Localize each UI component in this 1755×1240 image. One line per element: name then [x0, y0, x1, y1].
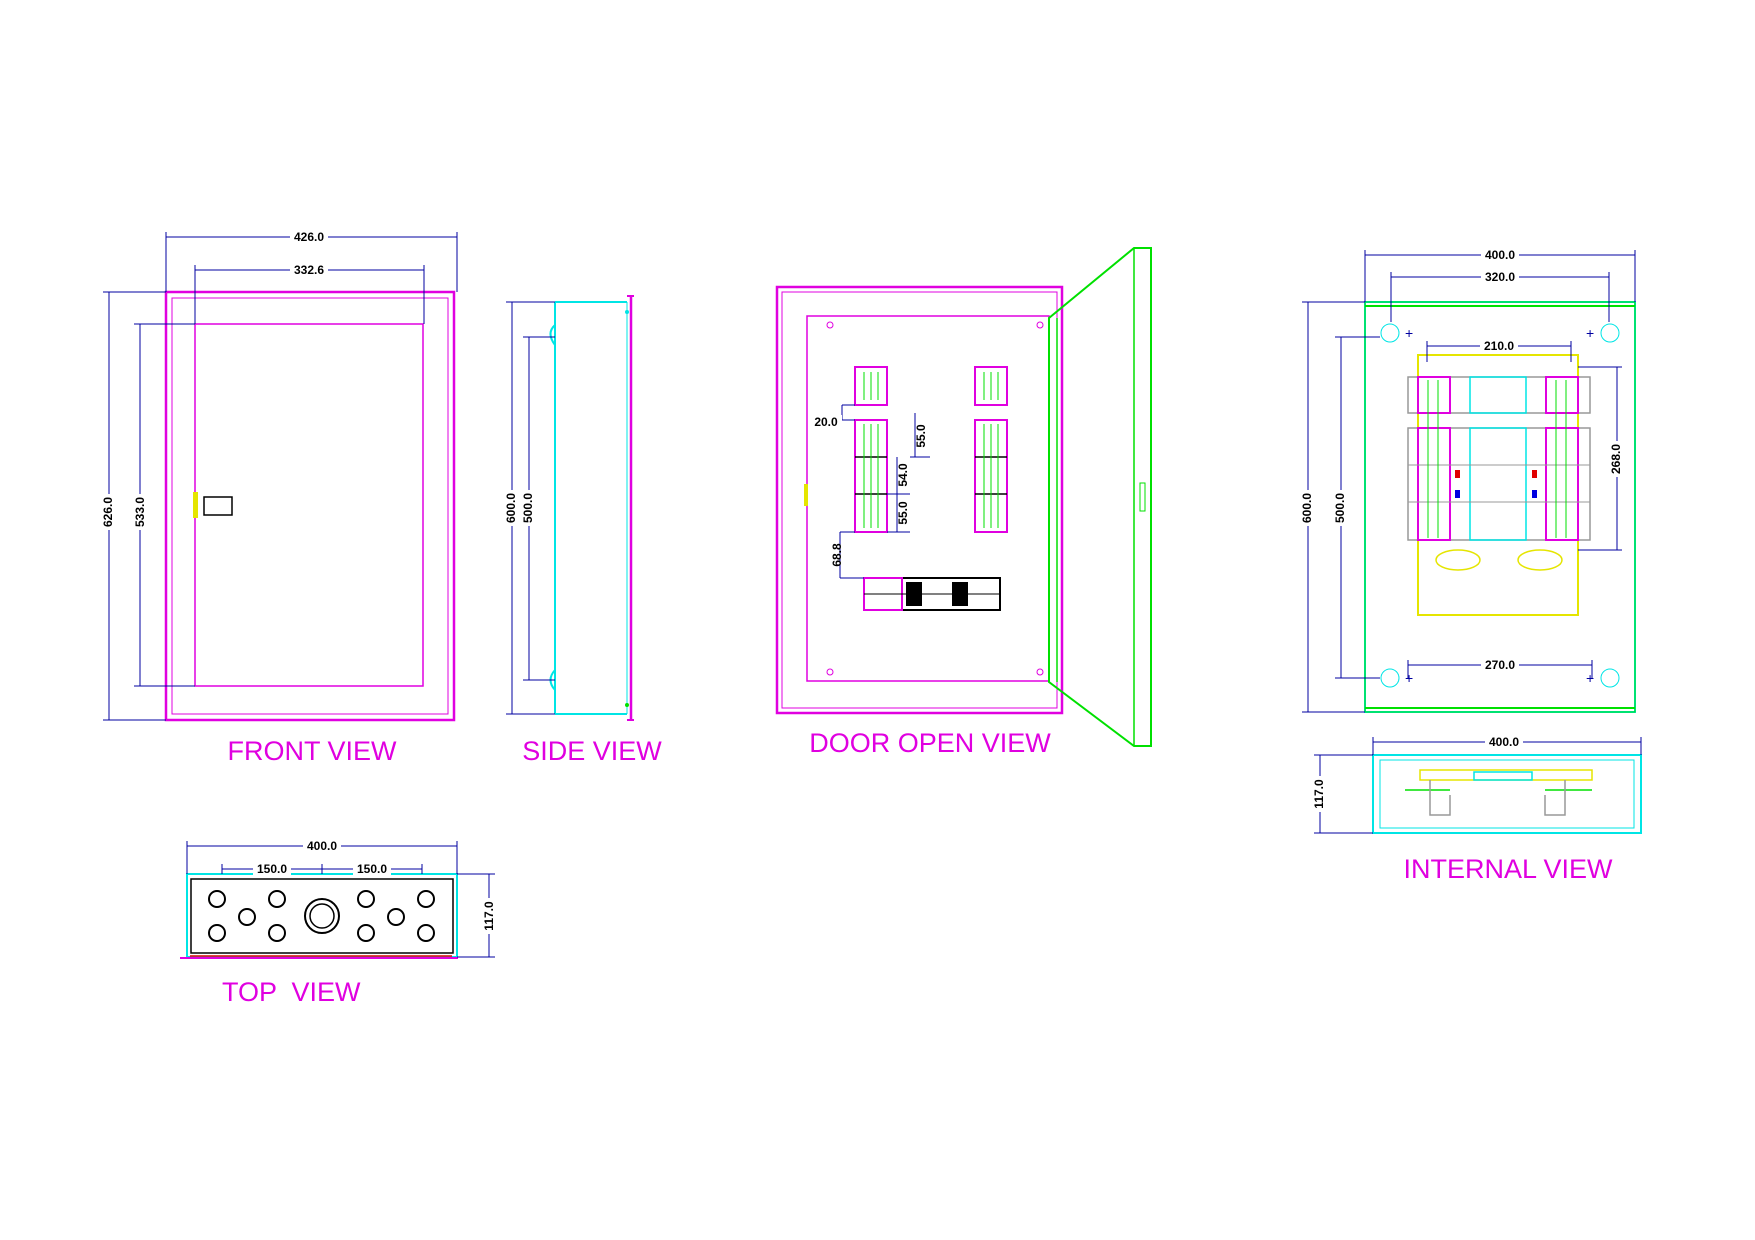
door-hinge-icon: [193, 492, 198, 518]
dim-top-depth: 117.0: [482, 901, 496, 931]
top-view: 400.0 150.0 150.0 117.0 TOP VIEW: [180, 839, 496, 1007]
dim-internal-rail-width: 210.0: [1484, 339, 1514, 353]
mounting-plate: [806, 315, 1050, 682]
dim-top-spacing-right: 150.0: [357, 862, 387, 876]
cable-knockout-icons: [208, 890, 435, 942]
dim-top-spacing-left: 150.0: [257, 862, 287, 876]
front-view: 426.0 332.6 626.0 533.0 FRONT VIEW: [101, 230, 458, 766]
internal-mounting-plate: [1417, 354, 1579, 616]
side-top-bracket-icon: [549, 324, 556, 346]
dim-internal-rail-span: 268.0: [1609, 444, 1623, 474]
breaker-group-mid-right: [974, 419, 1008, 533]
breaker-group-mid-left: [854, 419, 888, 533]
door-open-view-title: DOOR OPEN VIEW: [809, 728, 1051, 758]
door-lock-icon: [203, 496, 233, 516]
dim-front-width-outer: 426.0: [294, 230, 324, 244]
dim-internal-height-inner: 500.0: [1333, 493, 1347, 523]
dim-front-height-outer: 626.0: [101, 497, 115, 527]
dim-door-spacing-bot: 55.0: [896, 501, 910, 525]
dim-side-height-inner: 500.0: [521, 493, 535, 523]
main-switch-group: [863, 577, 1001, 611]
dim-side-height-outer: 600.0: [504, 493, 518, 523]
svg-text:+: +: [1405, 670, 1413, 686]
side-view: 600.0 500.0 SIDE VIEW: [504, 295, 662, 766]
svg-text:+: +: [1586, 325, 1594, 341]
dim-door-spacing-mid: 54.0: [896, 463, 910, 487]
enclosure-outer-frame: [775, 285, 1064, 715]
din-rail-rows: [1407, 376, 1591, 541]
dim-door-gap-bottom: 68.8: [830, 543, 844, 567]
dim-front-width-inner: 332.6: [294, 263, 324, 277]
dim-front-height-inner: 533.0: [133, 497, 147, 527]
front-door-panel: [194, 323, 424, 687]
side-view-title: SIDE VIEW: [522, 736, 662, 766]
front-outer-frame: [164, 290, 456, 722]
internal-view-title: INTERNAL VIEW: [1403, 854, 1613, 884]
door-open-view: 20.0 55.0 54.0 55.0 68.8 DOOR OPEN VIEW: [775, 247, 1152, 758]
dim-internal-depth-width: 400.0: [1489, 735, 1519, 749]
dim-internal-bottom-mount: 270.0: [1485, 658, 1515, 672]
open-door-panel: [1048, 247, 1152, 747]
internal-depth-section: [1372, 754, 1642, 834]
dim-internal-width-outer: 400.0: [1485, 248, 1515, 262]
dim-internal-width-mount: 320.0: [1485, 270, 1515, 284]
top-view-title: TOP VIEW: [222, 977, 361, 1007]
svg-text:+: +: [1405, 325, 1413, 341]
breaker-group-top-left: [854, 366, 888, 406]
breaker-group-top-right: [974, 366, 1008, 406]
front-view-title: FRONT VIEW: [227, 736, 397, 766]
dim-door-gap-left: 20.0: [814, 415, 838, 429]
dim-door-spacing-top: 55.0: [914, 424, 928, 448]
internal-enclosure: [1364, 301, 1636, 713]
door-handle-icon: [1139, 482, 1146, 512]
top-view-body: [186, 873, 458, 958]
dim-internal-depth: 117.0: [1312, 779, 1326, 809]
front-inner-frame: [171, 297, 449, 715]
dim-top-width: 400.0: [307, 839, 337, 853]
internal-view: + + + +: [1300, 248, 1642, 884]
svg-text:+: +: [1586, 670, 1594, 686]
dim-internal-height-outer: 600.0: [1300, 493, 1314, 523]
